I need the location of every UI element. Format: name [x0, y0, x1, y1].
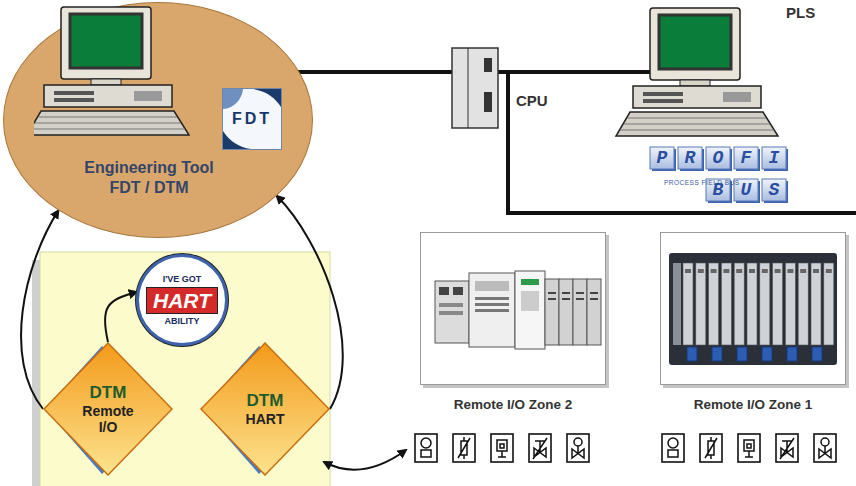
node-heading: DTM	[247, 391, 284, 411]
dtm-panel	[40, 252, 330, 486]
node-text: HART	[246, 411, 285, 427]
io-zone: Remote I/O Zone 1	[660, 232, 846, 424]
profibus-letters: PROFI	[657, 147, 797, 169]
hart-badge: I'VE GOT HART ABILITY	[136, 254, 228, 346]
node-text: HART	[146, 287, 218, 314]
node-heading: DTM	[90, 383, 127, 403]
profibus-letters: BUS	[713, 179, 797, 201]
cpu-label: CPU	[516, 92, 548, 109]
pls-computer	[616, 8, 778, 136]
dtm-diamond: DTMRemote I/O	[43, 342, 173, 476]
node-text: Remote I/O	[72, 403, 144, 435]
io-picture-frame	[420, 232, 606, 385]
field-device-symbols	[662, 434, 836, 462]
tool-ellipse: Engineering Tool FDT / DTM FDT	[3, 2, 313, 238]
computer-label: PLS	[786, 4, 815, 21]
node-heading: FDT	[230, 110, 274, 128]
field-device-symbols	[415, 434, 589, 462]
profibus-letters: PROFI	[657, 148, 797, 168]
dtm-diamond: DTMHART	[200, 342, 330, 476]
cpu-label: CPU	[516, 92, 548, 110]
node-heading: Engineering Tool FDT / DTM	[72, 158, 226, 198]
connector-arrow	[21, 210, 58, 409]
engineering-computer	[34, 5, 234, 145]
device-link-arrow	[324, 450, 406, 470]
profibus-letters: BUS	[713, 180, 797, 200]
io-picture-frame	[660, 232, 846, 385]
zone-caption: Remote I/O Zone 1	[660, 396, 846, 414]
fdt-logo: FDT	[222, 88, 282, 150]
cpu-unit	[452, 48, 498, 128]
io-zone: Remote I/O Zone 2	[420, 232, 606, 424]
node-heading: I'VE GOT	[163, 274, 202, 285]
zone-caption: Remote I/O Zone 2	[420, 396, 606, 414]
compact-io-picture	[421, 233, 605, 384]
rack-io-picture	[661, 233, 845, 384]
connector-arrow	[105, 292, 137, 342]
node-text: ABILITY	[165, 316, 200, 327]
computer-label: PLS	[786, 4, 815, 22]
